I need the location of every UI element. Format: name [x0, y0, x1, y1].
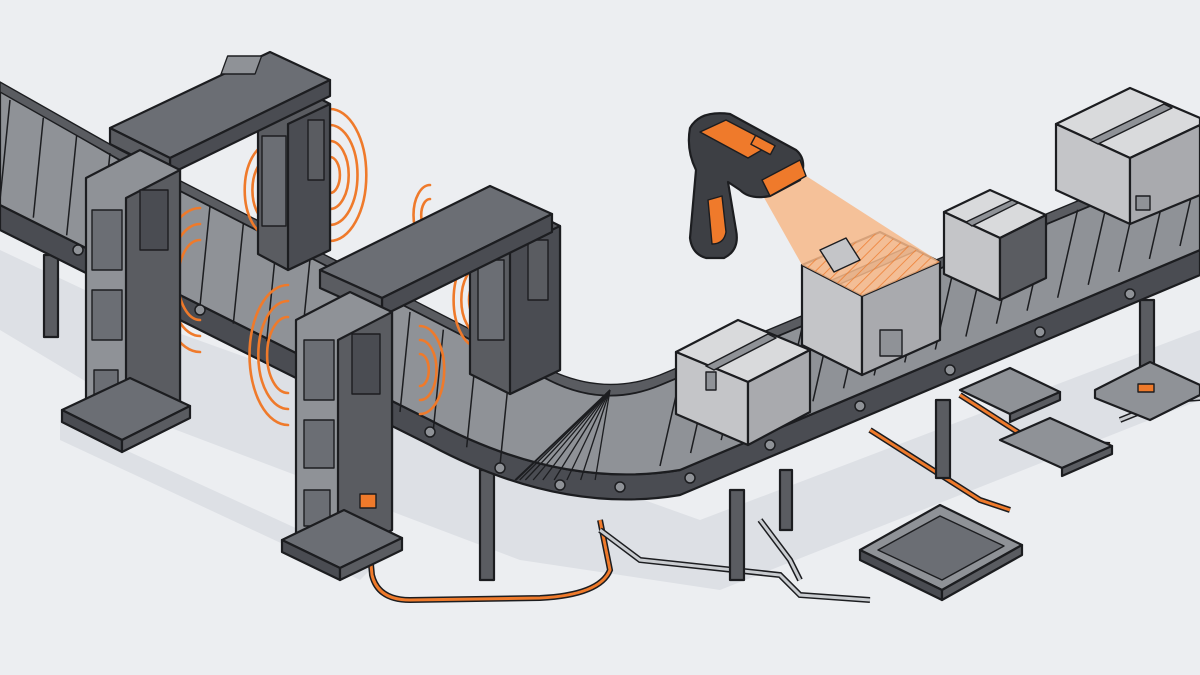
package-box-icon: [674, 318, 812, 447]
belt-roller: [199, 205, 211, 307]
belt-roller: [514, 389, 611, 481]
belt-roller: [542, 389, 611, 481]
belt-roller: [566, 389, 611, 481]
belt-roller: [580, 389, 611, 481]
belt-roller: [553, 389, 611, 481]
rail-axle: [72, 244, 84, 256]
belt-roller: [1056, 209, 1079, 298]
rail-axle: [614, 481, 626, 493]
scan-beam-icon: [762, 172, 940, 296]
rfid-wave: [418, 352, 431, 388]
rfid-wave: [418, 324, 446, 416]
rail-axle: [554, 479, 566, 491]
rfid-wave: [328, 155, 342, 195]
rail-axle: [494, 462, 506, 474]
rfid-reader-plate: [958, 360, 1200, 478]
rfid-gate-icon: [60, 50, 332, 454]
rfid-wave: [418, 338, 438, 402]
rail-axle: [944, 364, 956, 376]
rail-axle: [1124, 288, 1136, 300]
belt-roller: [232, 223, 245, 324]
rfid-wave: [248, 283, 290, 427]
rfid-wave: [328, 123, 359, 227]
belt-roller: [532, 389, 611, 481]
rail-axle: [854, 400, 866, 412]
rfid-wave: [265, 315, 290, 395]
rail-axle: [684, 472, 696, 484]
handheld-barcode-scanner-icon: [687, 112, 807, 260]
conveyor-legs: [42, 253, 1156, 582]
rail-axle: [194, 304, 206, 316]
belt-roller: [32, 117, 45, 218]
rfid-wave: [328, 107, 368, 243]
package-box-icon: [942, 188, 1048, 302]
belt-roller: [0, 99, 11, 201]
rail-axle: [1034, 326, 1046, 338]
belt-roller: [399, 311, 411, 413]
rail-axle: [424, 426, 436, 438]
belt-roller: [65, 135, 78, 236]
rfid-wave: [257, 299, 290, 411]
rfid-wave: [328, 139, 350, 211]
rfid-gate-icon: [280, 184, 562, 582]
package-box-icon: [1054, 86, 1200, 226]
belt-roller: [594, 389, 611, 481]
rfid-reader-controller-icon: [858, 503, 1024, 602]
rail-axle: [764, 439, 776, 451]
belt-roller: [524, 389, 611, 481]
